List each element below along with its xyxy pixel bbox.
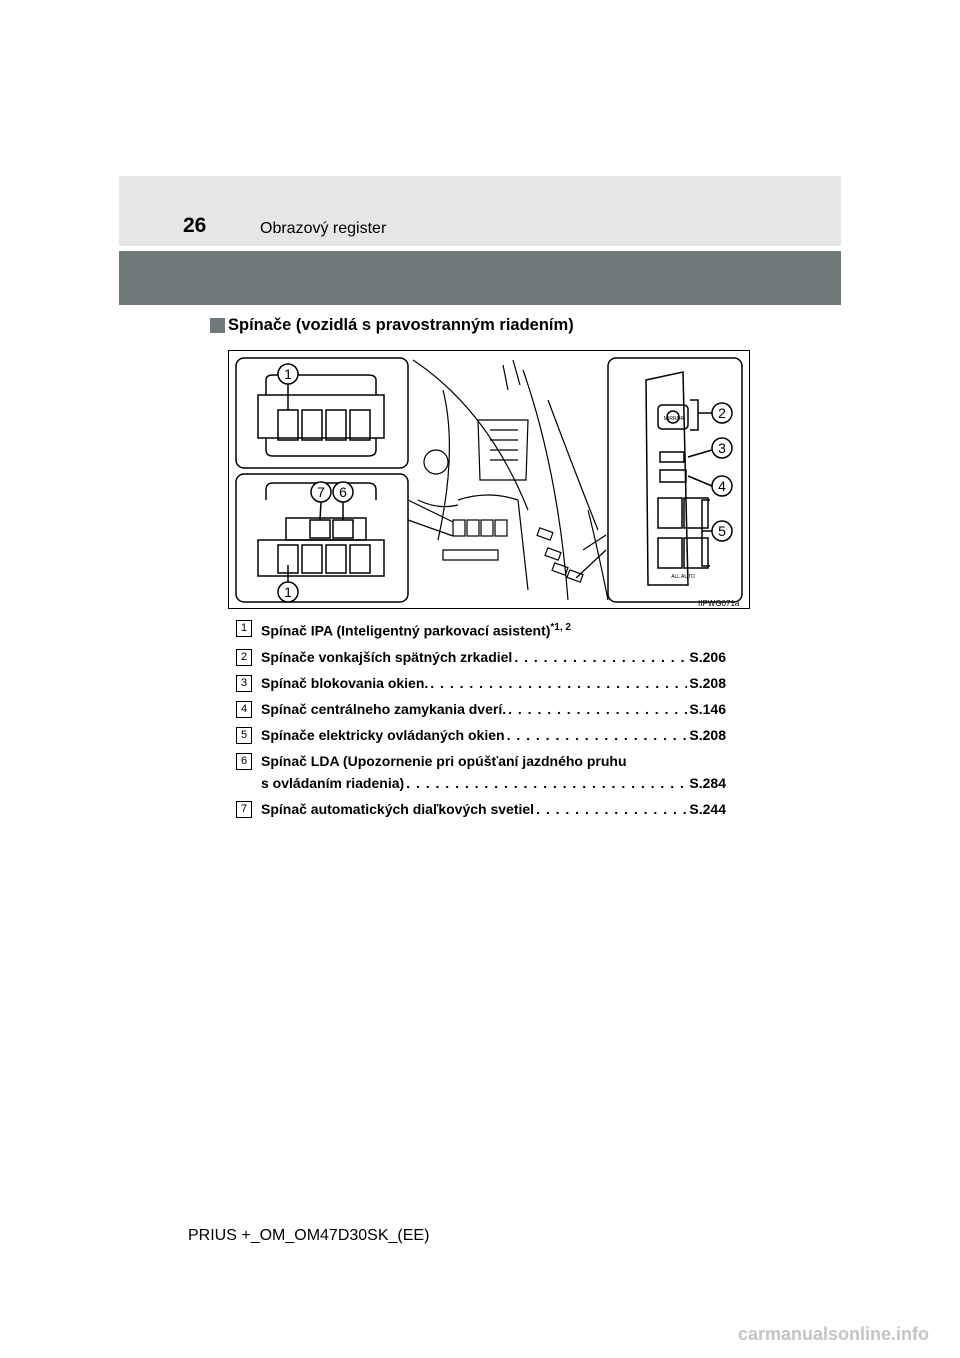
left-bottom-panel — [235, 473, 409, 603]
item-label: s ovládaním riadenia) — [261, 774, 405, 791]
leader-dots — [430, 672, 687, 694]
watermark: carmanualsonline.info — [738, 1324, 930, 1344]
list-item: 7 Spínač automatických diaľkových svetie… — [236, 798, 726, 820]
item-label: Spínače elektricky ovládaných okien — [261, 726, 505, 743]
dashboard-sketch — [412, 359, 609, 601]
callout-7: 7 — [317, 484, 325, 500]
list-item: 4 Spínač centrálneho zamykania dverí. S.1… — [236, 698, 726, 720]
all-auto-label: ALL AUTO — [671, 574, 695, 580]
right-door-panel — [607, 357, 743, 603]
list-item: 1 Spínač IPA (Inteligentný parkovací asi… — [236, 617, 726, 642]
switch-list: 1 Spínač IPA (Inteligentný parkovací asi… — [236, 617, 726, 824]
item-number: 4 — [236, 700, 252, 718]
callout-6: 6 — [339, 484, 347, 500]
callout-5: 5 — [718, 523, 726, 539]
item-number: 2 — [236, 648, 252, 666]
item-number: 3 — [236, 674, 252, 692]
item-number: 7 — [236, 800, 252, 818]
item-page-ref: S.146 — [689, 700, 726, 717]
section-heading: Spínače (vozidlá s pravostranným riadení… — [210, 316, 574, 335]
header-dark-band — [119, 251, 841, 305]
callout-3: 3 — [718, 440, 726, 456]
item-page-ref: S.206 — [689, 648, 726, 665]
item-label: Spínač blokovania okien. — [261, 674, 429, 691]
item-label: Spínač IPA (Inteligentný parkovací asist… — [261, 622, 551, 639]
callout-4: 4 — [718, 478, 726, 494]
list-item: 5 Spínače elektricky ovládaných okien S.2… — [236, 724, 726, 746]
list-item: 3 Spínač blokovania okien. S.208 — [236, 672, 726, 694]
heading-square-icon — [210, 318, 225, 333]
callout-1-top: 1 — [284, 366, 292, 382]
zoom-connectors — [407, 499, 607, 579]
callout-1-bottom: 1 — [284, 584, 292, 600]
item-label: Spínače vonkajších spätných zrkadiel — [261, 648, 513, 665]
leader-dots — [507, 724, 688, 746]
list-item: 6 Spínač LDA (Upozornenie pri opúšťaní j… — [236, 750, 726, 794]
item-page-ref: S.284 — [689, 774, 726, 791]
leader-dots — [514, 646, 687, 668]
dashboard-switch-cluster — [452, 519, 584, 583]
list-item: 2 Spínače vonkajších spätných zrkadiel S.… — [236, 646, 726, 668]
page-number: 26 — [183, 214, 207, 237]
item-page-ref: S.244 — [689, 800, 726, 817]
section-title: Obrazový register — [260, 220, 387, 237]
heading-text: Spínače (vozidlá s pravostranným riadení… — [228, 316, 574, 334]
header-band — [119, 176, 841, 246]
item-number: 6 — [236, 752, 252, 770]
item-number: 5 — [236, 726, 252, 744]
figure-code: IIPWG071a — [698, 599, 740, 608]
item-footnote-ref: *1, 2 — [550, 622, 571, 633]
callout-2: 2 — [718, 405, 726, 421]
leader-dots — [536, 798, 687, 820]
item-number: 1 — [236, 620, 252, 637]
item-label: Spínač centrálneho zamykania dverí. — [261, 700, 507, 717]
document-footer: PRIUS +_OM_OM47D30SK_(EE) — [188, 1227, 430, 1244]
switches-illustration: 1 7 6 1 — [228, 350, 750, 609]
item-page-ref: S.208 — [689, 674, 726, 691]
item-page-ref: S.208 — [689, 726, 726, 743]
leader-dots — [508, 698, 687, 720]
left-top-panel — [235, 357, 409, 469]
item-label: Spínač automatických diaľkových svetiel — [261, 800, 535, 817]
mirror-label: MIRROR — [664, 416, 685, 422]
item-label-line1: Spínač LDA (Upozornenie pri opúšťaní jaz… — [261, 752, 627, 769]
leader-dots — [406, 772, 687, 794]
